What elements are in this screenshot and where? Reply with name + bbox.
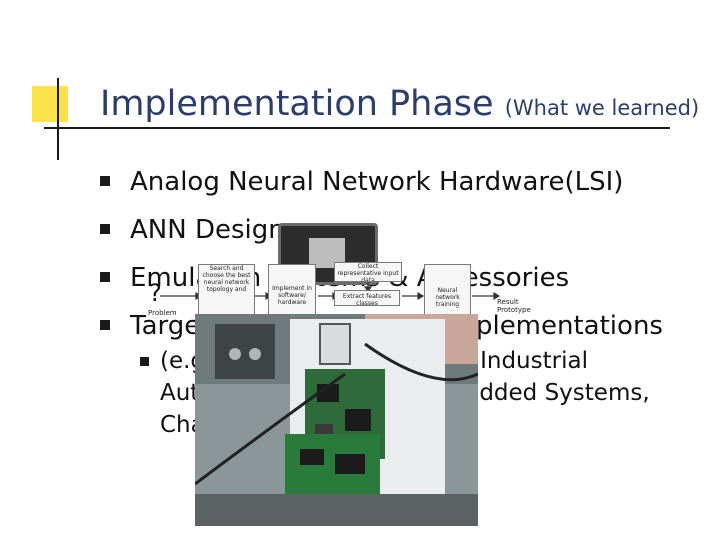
slide-title-main: Implementation Phase [100, 84, 494, 124]
flow-label-result: Result [497, 298, 519, 306]
sub-bullet-square-icon [140, 357, 149, 366]
bullet-text: Target Applications and Implementations [130, 311, 663, 341]
title-accent-square [32, 86, 68, 122]
bullet-item: ANN Design [100, 210, 700, 250]
bullet-square-icon [100, 224, 110, 234]
bullet-square-icon [100, 272, 110, 282]
slide-title: Implementation Phase (What we learned) [100, 84, 699, 124]
title-underline-rule [44, 127, 670, 129]
bullet-square-icon [100, 176, 110, 186]
bullet-text: ANN Design [130, 215, 285, 245]
bullet-square-icon [100, 320, 110, 330]
bullet-item: Emulation Systems & Accessories [100, 258, 700, 298]
bullet-item: Analog Neural Network Hardware(LSI) [100, 162, 700, 202]
slide-title-note: (What we learned) [504, 96, 700, 120]
bullet-text: Analog Neural Network Hardware(LSI) [130, 167, 624, 197]
sub-bullet-text: (e.g. Robotics, Diagnostics, Industrial … [160, 348, 650, 438]
title-vertical-rule [57, 78, 59, 160]
bullet-text: Emulation Systems & Accessories [130, 263, 570, 293]
bullet-item: Target Applications and Implementations [100, 306, 700, 346]
